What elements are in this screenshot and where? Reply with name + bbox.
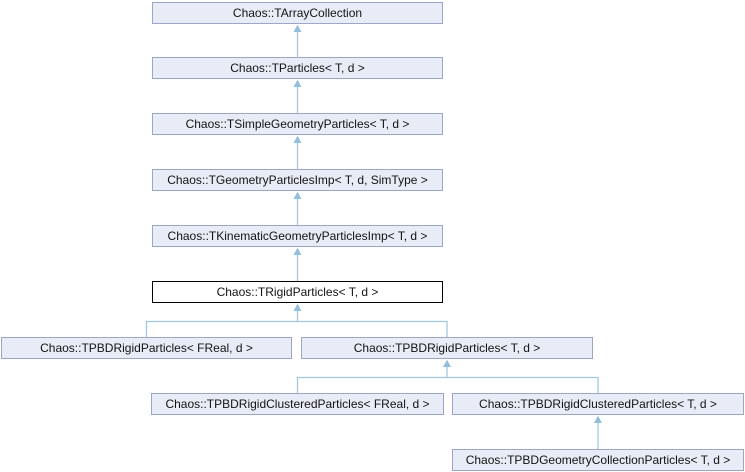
- arrowhead-tkinematicgeometryparticlesimp: [293, 247, 302, 255]
- arrowhead-tsimplegeometryparticles: [293, 135, 302, 143]
- edge-branch-tpbdrigidclusteredparticles: [296, 376, 599, 393]
- class-node-tgeometryparticlesimp[interactable]: Chaos::TGeometryParticlesImp< T, d, SimT…: [152, 169, 443, 191]
- arrowhead-tpbdrigidparticles-t: [443, 359, 451, 367]
- class-node-tpbdrigidparticles-t[interactable]: Chaos::TPBDRigidParticles< T, d >: [301, 337, 593, 359]
- class-node-tarraycollection[interactable]: Chaos::TArrayCollection: [152, 2, 443, 24]
- arrowhead-tarraycollection: [293, 24, 302, 32]
- arrowhead-tpbdrigidclusteredparticles-t: [594, 415, 602, 423]
- class-node-tkinematicgeometryparticlesimp[interactable]: Chaos::TKinematicGeometryParticlesImp< T…: [152, 225, 443, 247]
- class-node-tpbdrigidparticles-freal[interactable]: Chaos::TPBDRigidParticles< FReal, d >: [1, 337, 292, 359]
- class-node-tparticles[interactable]: Chaos::TParticles< T, d >: [152, 57, 443, 79]
- class-node-tpbdgeometrycollectionparticles[interactable]: Chaos::TPBDGeometryCollectionParticles< …: [452, 449, 744, 471]
- arrowhead-tparticles: [293, 79, 302, 87]
- arrowhead-trigidparticles: [293, 303, 302, 311]
- class-node-tpbdrigidclusteredparticles-freal[interactable]: Chaos::TPBDRigidClusteredParticles< FRea…: [151, 393, 444, 415]
- class-node-trigidparticles: Chaos::TRigidParticles< T, d >: [152, 281, 443, 303]
- class-node-tsimplegeometryparticles[interactable]: Chaos::TSimpleGeometryParticles< T, d >: [152, 113, 443, 135]
- edge-branch-tpbdrigidparticles: [145, 320, 448, 337]
- arrowhead-tgeometryparticlesimp: [293, 191, 302, 199]
- class-node-tpbdrigidclusteredparticles-t[interactable]: Chaos::TPBDRigidClusteredParticles< T, d…: [452, 393, 744, 415]
